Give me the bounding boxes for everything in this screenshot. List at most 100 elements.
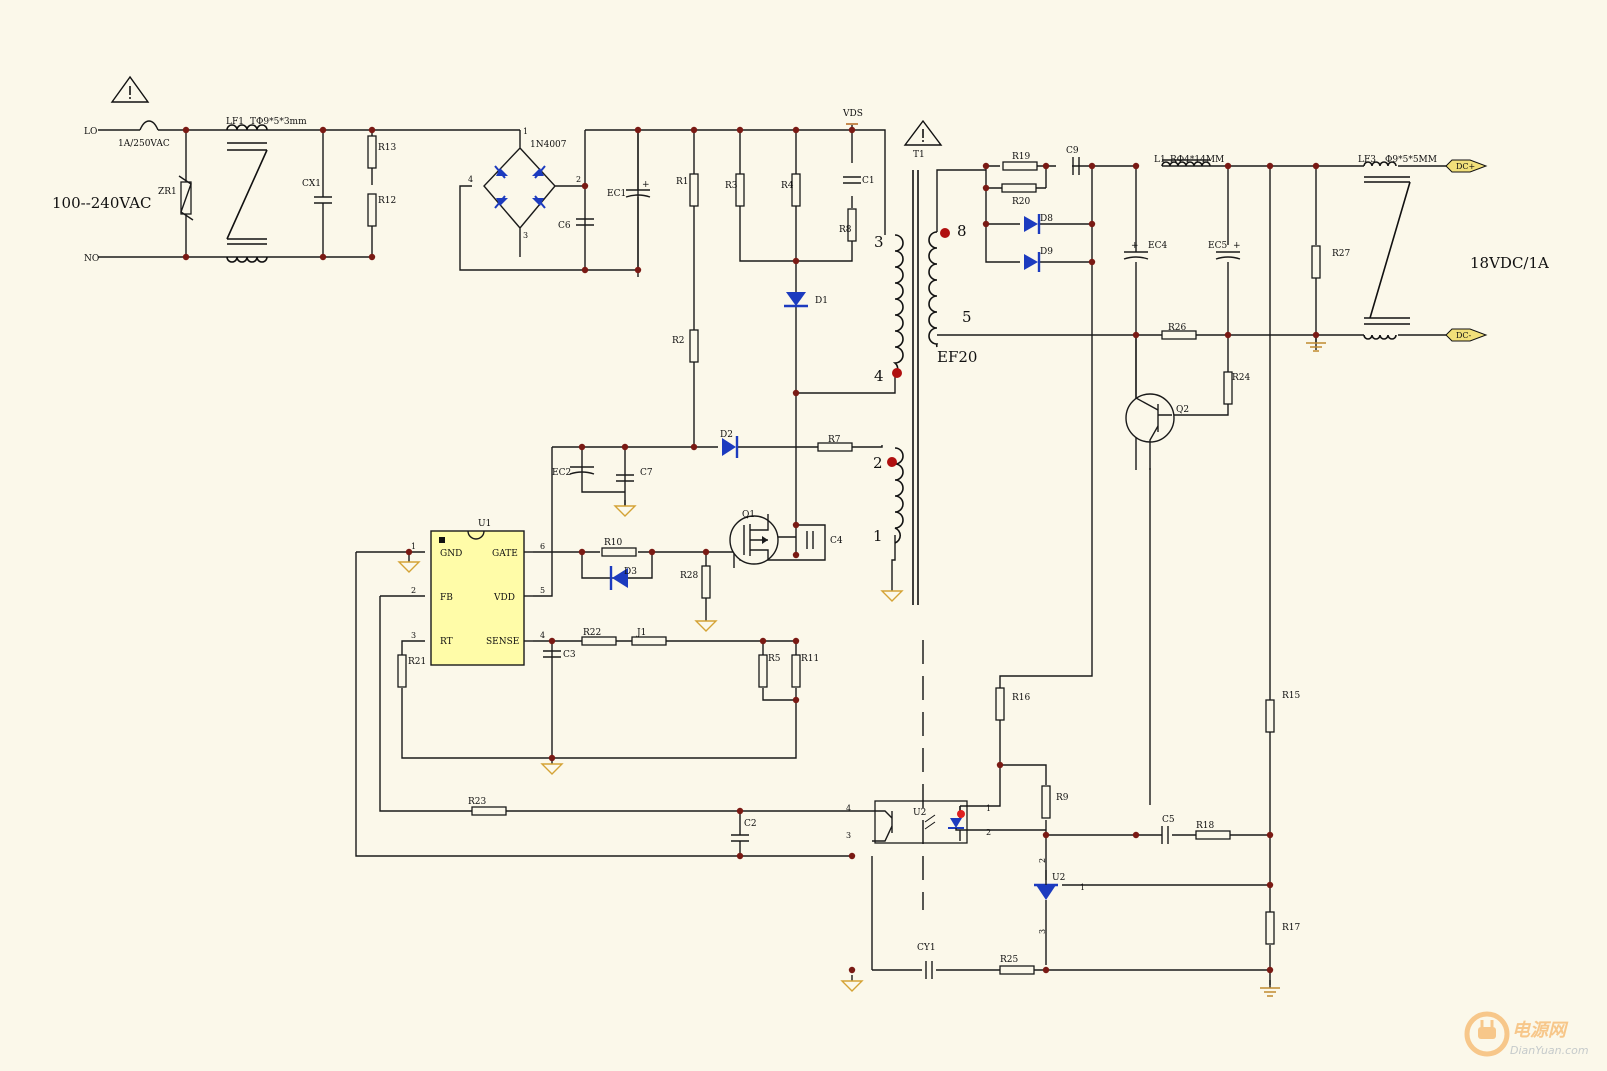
svg-text:+: + [642, 180, 650, 190]
svg-text:CX1: CX1 [302, 179, 321, 189]
svg-text:SENSE: SENSE [486, 637, 519, 647]
svg-text:2: 2 [986, 828, 991, 837]
svg-text:R17: R17 [1282, 923, 1301, 933]
line-label: LO [84, 127, 97, 137]
svg-text:R28: R28 [680, 571, 699, 581]
svg-text:C7: C7 [640, 468, 653, 478]
svg-text:1: 1 [873, 527, 883, 545]
svg-text:U1: U1 [478, 519, 491, 529]
svg-text:1A/250VAC: 1A/250VAC [118, 139, 170, 149]
svg-text:4: 4 [846, 804, 851, 813]
warning-icon [110, 75, 150, 103]
svg-text:8: 8 [957, 222, 967, 240]
svg-text:R10: R10 [604, 538, 623, 548]
svg-text:RΦ4*14MM: RΦ4*14MM [1170, 155, 1224, 165]
svg-text:3: 3 [874, 233, 884, 251]
svg-text:Φ9*5*5MM: Φ9*5*5MM [1385, 155, 1437, 165]
svg-text:R2: R2 [672, 336, 685, 346]
svg-text:Q2: Q2 [1176, 405, 1189, 415]
svg-text:+: + [1233, 241, 1241, 251]
svg-text:VDS: VDS [842, 109, 863, 119]
svg-text:电源网: 电源网 [1512, 1020, 1569, 1041]
svg-text:U2: U2 [1052, 873, 1065, 883]
wiring [98, 129, 1452, 985]
svg-text:C6: C6 [558, 221, 571, 231]
fuse: 1A/250VAC [118, 120, 170, 149]
svg-text:2: 2 [1038, 858, 1047, 863]
svg-text:R5: R5 [768, 654, 781, 664]
svg-text:6: 6 [540, 542, 545, 551]
svg-text:1: 1 [411, 542, 416, 551]
svg-text:2: 2 [576, 175, 581, 184]
svg-text:EF20: EF20 [937, 348, 977, 366]
svg-text:C9: C9 [1066, 146, 1079, 156]
bridge-rectifier: 1 4 2 3 [468, 127, 581, 240]
svg-text:DC+: DC+ [1456, 162, 1475, 171]
svg-text:L1: L1 [1154, 155, 1166, 165]
svg-text:C5: C5 [1162, 815, 1175, 825]
neutral-label: NO [84, 254, 99, 264]
svg-text:R16: R16 [1012, 693, 1031, 703]
svg-text:R20: R20 [1012, 197, 1031, 207]
svg-text:R4: R4 [781, 181, 794, 191]
svg-text:GATE: GATE [492, 549, 518, 559]
svg-text:R12: R12 [378, 196, 396, 206]
q2-transistor [1125, 335, 1175, 470]
svg-text:R7: R7 [828, 435, 841, 445]
svg-text:1N4007: 1N4007 [530, 140, 567, 150]
svg-text:3: 3 [1038, 929, 1047, 934]
lf1-choke [226, 124, 268, 263]
svg-text:R23: R23 [468, 797, 487, 807]
svg-text:R27: R27 [1332, 249, 1351, 259]
svg-text:DC-: DC- [1456, 331, 1472, 340]
svg-text:EC4: EC4 [1148, 241, 1167, 251]
svg-text:4: 4 [540, 631, 545, 640]
svg-text:GND: GND [440, 549, 462, 559]
svg-text:U2: U2 [913, 808, 926, 818]
svg-text:EC1: EC1 [607, 189, 626, 199]
u2-optocoupler: 4 3 1 2 U2 [846, 800, 991, 844]
component-ref-labels: ZR1 CX1 R13 R12 EC1 C6 R1 R2 R3 R4 C1 R8… [158, 143, 1351, 965]
svg-text:EC2: EC2 [552, 468, 571, 478]
svg-text:R25: R25 [1000, 955, 1019, 965]
svg-text:4: 4 [468, 175, 473, 184]
svg-text:LF1: LF1 [226, 117, 244, 127]
svg-text:ZR1: ZR1 [158, 187, 177, 197]
svg-text:D2: D2 [720, 430, 733, 440]
svg-text:R1: R1 [676, 177, 689, 187]
svg-text:J1: J1 [636, 628, 646, 638]
warning-icon [903, 119, 943, 146]
output-tag-negative: DC- [1445, 328, 1488, 342]
svg-text:Q1: Q1 [742, 510, 755, 520]
svg-text:D8: D8 [1040, 214, 1053, 224]
svg-text:EC5: EC5 [1208, 241, 1227, 251]
svg-text:1: 1 [986, 804, 991, 813]
output-rating-label: 18VDC/1A [1470, 254, 1549, 272]
svg-text:C1: C1 [862, 176, 875, 186]
svg-text:R3: R3 [725, 181, 738, 191]
svg-text:5: 5 [962, 308, 972, 326]
input-voltage-label: 100--240VAC [52, 194, 152, 212]
svg-text:C2: C2 [744, 819, 757, 829]
svg-text:R13: R13 [378, 143, 397, 153]
svg-text:R26: R26 [1168, 323, 1187, 333]
svg-text:R22: R22 [583, 628, 601, 638]
svg-text:R11: R11 [801, 654, 819, 664]
svg-text:R18: R18 [1196, 821, 1215, 831]
svg-text:1: 1 [523, 127, 528, 136]
svg-text:R21: R21 [408, 657, 426, 667]
t1-transformer: 3 4 2 1 8 5 EF20 T1 [873, 150, 977, 910]
svg-text:VDD: VDD [493, 593, 515, 603]
svg-text:CY1: CY1 [917, 943, 936, 953]
svg-text:4: 4 [874, 367, 884, 385]
junction-dots [182, 126, 1320, 974]
zr1-varistor [178, 175, 194, 221]
dianyuan-watermark-logo: 电源网 DianYuan.com [1464, 1011, 1589, 1057]
svg-text:D1: D1 [815, 296, 828, 306]
svg-text:TΦ9*5*3mm: TΦ9*5*3mm [250, 117, 307, 127]
svg-text:T1: T1 [913, 150, 925, 160]
svg-text:5: 5 [540, 586, 545, 595]
svg-text:3: 3 [523, 231, 528, 240]
svg-text:3: 3 [411, 631, 416, 640]
